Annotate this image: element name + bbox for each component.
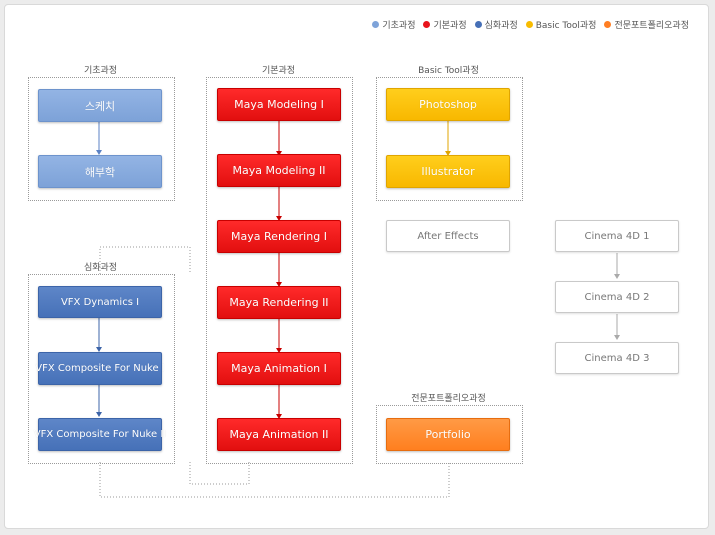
course-vfx-nuke-2[interactable]: VFX Composite For Nuke II	[34, 418, 166, 451]
course-cinema-4d-1[interactable]: Cinema 4D 1	[555, 220, 679, 252]
arrow-head-icon	[614, 274, 620, 279]
course-maya-rendering-2[interactable]: Maya Rendering II	[217, 286, 341, 319]
course-maya-modeling-1[interactable]: Maya Modeling I	[217, 88, 341, 121]
arrow-head-icon	[96, 412, 102, 417]
course-sketch[interactable]: 스케치	[38, 89, 162, 122]
group-portfolio	[376, 405, 523, 464]
group-label-portfolio: 전문포트폴리오과정	[411, 394, 486, 404]
group-advanced	[28, 274, 175, 464]
arrow-head-icon	[96, 150, 102, 155]
arrow-head-icon	[276, 151, 282, 156]
legend-dot-icon	[604, 21, 612, 28]
course-photoshop[interactable]: Photoshop	[386, 88, 510, 121]
course-cinema-4d-3[interactable]: Cinema 4D 3	[555, 342, 679, 374]
course-after-effects[interactable]: After Effects	[386, 220, 510, 252]
legend-item-advanced: 심화과정	[474, 18, 518, 31]
course-illustrator[interactable]: Illustrator	[386, 155, 510, 188]
group-basic	[28, 77, 175, 201]
legend-dot-icon	[423, 21, 431, 28]
course-maya-animation-1[interactable]: Maya Animation I	[217, 352, 341, 385]
group-link-path	[189, 462, 250, 485]
course-maya-animation-2[interactable]: Maya Animation II	[217, 418, 341, 451]
group-tool	[376, 77, 523, 201]
legend-item-core: 기본과정	[423, 18, 467, 31]
course-maya-modeling-2[interactable]: Maya Modeling II	[217, 154, 341, 187]
group-core	[206, 77, 353, 464]
legend-item-tool: Basic Tool과정	[525, 18, 596, 31]
legend-item-basic: 기초과정	[372, 18, 415, 31]
legend-dot-icon	[525, 21, 533, 28]
course-portfolio[interactable]: Portfolio	[386, 418, 510, 451]
group-label-core: 기본과정	[261, 66, 296, 76]
legend: 기초과정 기본과정 심화과정 Basic Tool과정 전문포트폴리오과정	[372, 18, 689, 31]
group-link-path	[99, 246, 191, 274]
group-label-tool: Basic Tool과정	[418, 66, 479, 76]
arrow-head-icon	[445, 151, 451, 156]
arrow-head-icon	[276, 216, 282, 221]
group-label-advanced: 심화과정	[83, 263, 118, 273]
legend-dot-icon	[474, 21, 482, 28]
arrow-head-icon	[96, 347, 102, 352]
arrow-head-icon	[276, 414, 282, 419]
arrow-head-icon	[276, 348, 282, 353]
group-label-basic: 기초과정	[83, 66, 118, 76]
course-cinema-4d-2[interactable]: Cinema 4D 2	[555, 281, 679, 313]
course-vfx-nuke-1[interactable]: VFX Composite For Nuke I	[35, 352, 165, 385]
arrow-head-icon	[276, 282, 282, 287]
arrow-head-icon	[614, 335, 620, 340]
course-vfx-dynamics-1[interactable]: VFX Dynamics I	[38, 286, 162, 318]
legend-dot-icon	[372, 21, 380, 28]
group-link-path	[99, 462, 450, 498]
course-anatomy[interactable]: 해부학	[38, 155, 162, 188]
course-maya-rendering-1[interactable]: Maya Rendering I	[217, 220, 341, 253]
legend-item-portfolio: 전문포트폴리오과정	[604, 18, 689, 31]
